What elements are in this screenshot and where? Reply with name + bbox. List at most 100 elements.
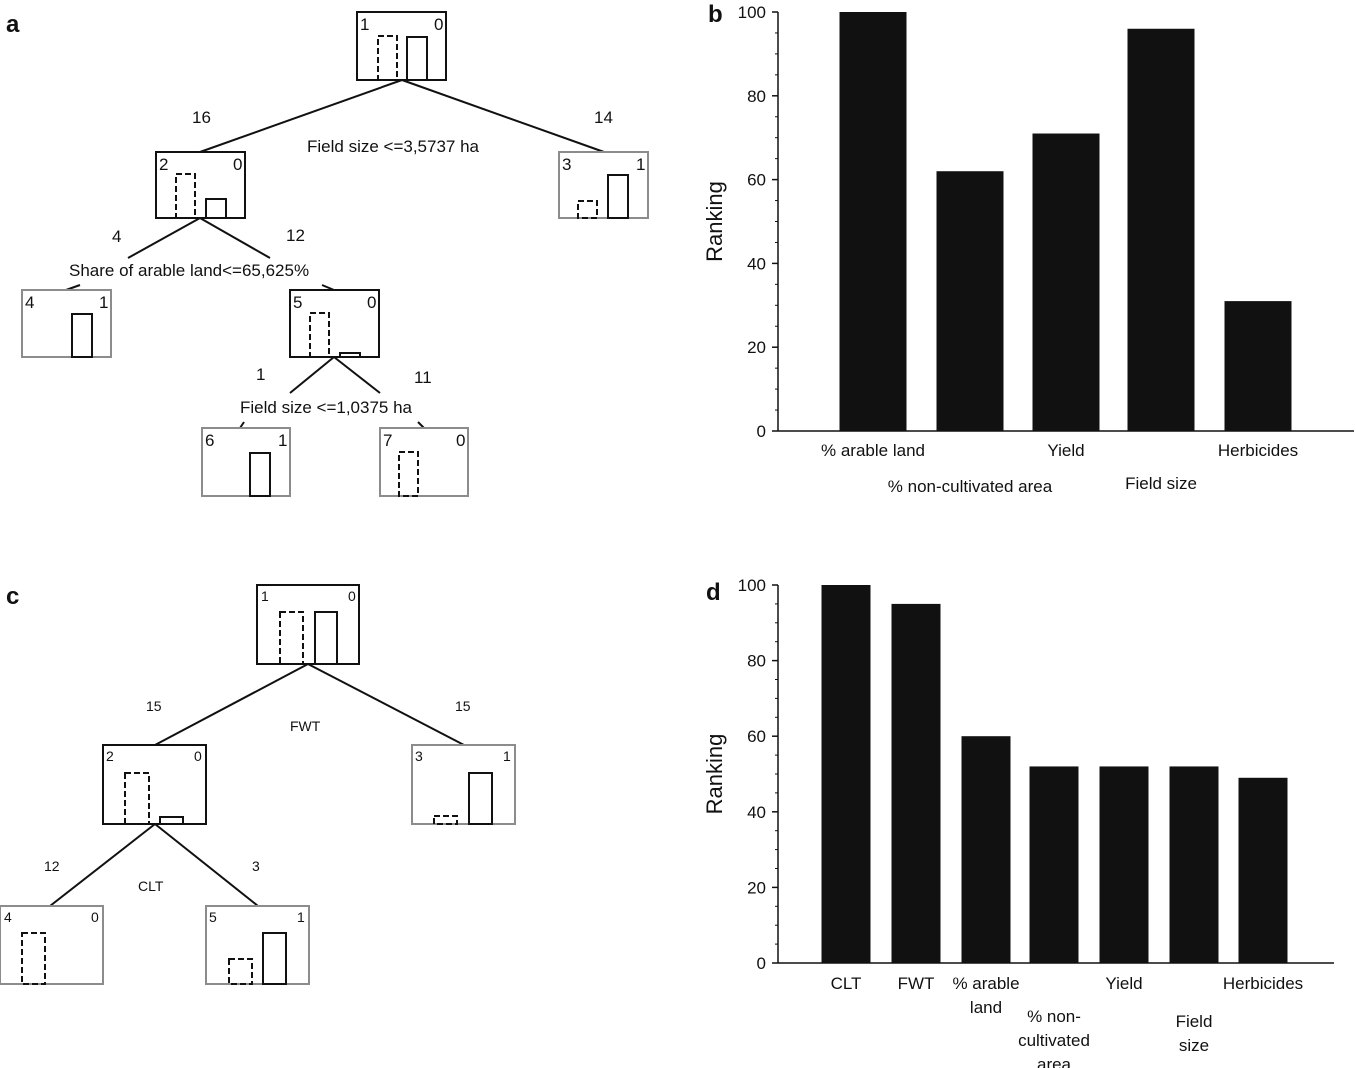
node-id: 4 [4,909,12,925]
edge-1-2 [199,79,403,153]
x-category-label-line: area [1037,1055,1072,1068]
tree-c-edges [49,663,465,907]
bar-yield [1032,133,1100,431]
edge-count: 16 [192,108,211,127]
x-category-label-line: % non- [1027,1007,1081,1026]
edge-count: 12 [44,858,60,874]
bar-clt [821,585,871,963]
x-category-label: Field size [1125,474,1197,493]
node-id: 1 [261,588,269,604]
node-id: 6 [205,431,214,450]
x-category-label-line: Herbicides [1223,974,1303,993]
tree-a-node-7: 7 0 [379,427,469,497]
node-class: 1 [503,748,511,764]
x-category-label-line: land [970,998,1002,1017]
x-category-label: % non-cultivated area [888,477,1053,496]
node-id: 4 [25,293,34,312]
bar-non-cultivated-area [936,171,1004,431]
y-tick-label: 60 [747,727,766,746]
tree-c-node-1: 1 0 [256,584,360,665]
bar-arable-land [839,12,907,431]
edge-count: 1 [256,365,265,384]
x-category-label-line: CLT [831,974,862,993]
node-id: 5 [209,909,217,925]
bar-field-size [1169,766,1219,963]
y-tick-label: 80 [747,652,766,671]
edge-count: 14 [594,108,613,127]
node-class: 0 [233,155,242,174]
x-category-label-line: FWT [898,974,935,993]
x-category-label-line: Field size [1125,474,1197,493]
bar-arable-land [961,736,1011,963]
y-tick-label: 100 [738,576,766,595]
split-label: Field size <=3,5737 ha [307,137,480,156]
split-label: CLT [138,878,164,894]
x-category-label: Yield [1047,441,1084,460]
tree-c-node-2: 2 0 [102,744,207,825]
edge-2-4 [127,217,201,259]
x-category-label-line: % non-cultivated area [888,477,1053,496]
tree-a-node-1: 1 0 [356,11,447,81]
node-class: 0 [456,431,465,450]
node-class: 1 [99,293,108,312]
panel-letter-a: a [6,11,20,38]
edge-2-5 [199,217,271,259]
panel-letter-b: b [708,1,723,28]
x-category-label-line: % arable [952,974,1019,993]
tree-c-node-4: 4 0 [0,905,104,985]
panel-letter-d: d [706,579,721,606]
y-tick-label: 20 [747,878,766,897]
tree-a-edges [65,79,605,429]
edge-count: 3 [252,858,260,874]
x-category-label-line: cultivated [1018,1031,1090,1050]
edge-count: 12 [286,226,305,245]
node-class: 0 [91,909,99,925]
node-class: 0 [348,588,356,604]
node-id: 2 [106,748,114,764]
tree-a-node-2: 2 0 [155,151,246,219]
node-class: 1 [297,909,305,925]
edge-count: 11 [414,368,432,387]
tree-a-node-5: 5 0 [289,289,380,358]
y-tick-label: 0 [757,954,766,973]
class-1-bar-dashed [377,35,398,81]
edge-5-6 [289,356,335,394]
x-category-label-line: % arable land [821,441,925,460]
node-class: 1 [278,431,287,450]
bar-fwt [891,603,941,963]
edge-1-3 [307,663,465,746]
edge-count: 15 [455,698,471,714]
edge-2-4 [49,823,156,907]
y-tick-label: 100 [738,3,766,22]
node-id: 2 [159,155,168,174]
class-0-bar-solid [406,36,428,81]
split-label: FWT [290,718,321,734]
node-class: 0 [194,748,202,764]
edge-count: 4 [112,227,121,246]
edge-5-7 [333,356,381,394]
edge-count: 15 [146,698,162,714]
bar-herbicides [1238,777,1288,963]
x-category-label-line: Yield [1105,974,1142,993]
x-category-label: FWT [898,974,935,993]
y-tick-label: 0 [757,422,766,441]
node-class: 0 [434,15,443,34]
bar-herbicides [1224,301,1292,431]
bar-yield [1099,766,1149,963]
x-category-label-line: size [1179,1036,1209,1055]
panel-letter-c: c [6,583,19,610]
node-id: 3 [562,155,571,174]
node-class: 1 [636,155,645,174]
y-axis-title: Ranking [702,734,727,815]
x-category-label: Herbicides [1218,441,1298,460]
tree-c-node-5: 5 1 [205,905,310,985]
split-label: Field size <=1,0375 ha [240,398,413,417]
bar-non-cultivated-area [1029,766,1079,963]
y-tick-label: 20 [747,338,766,357]
